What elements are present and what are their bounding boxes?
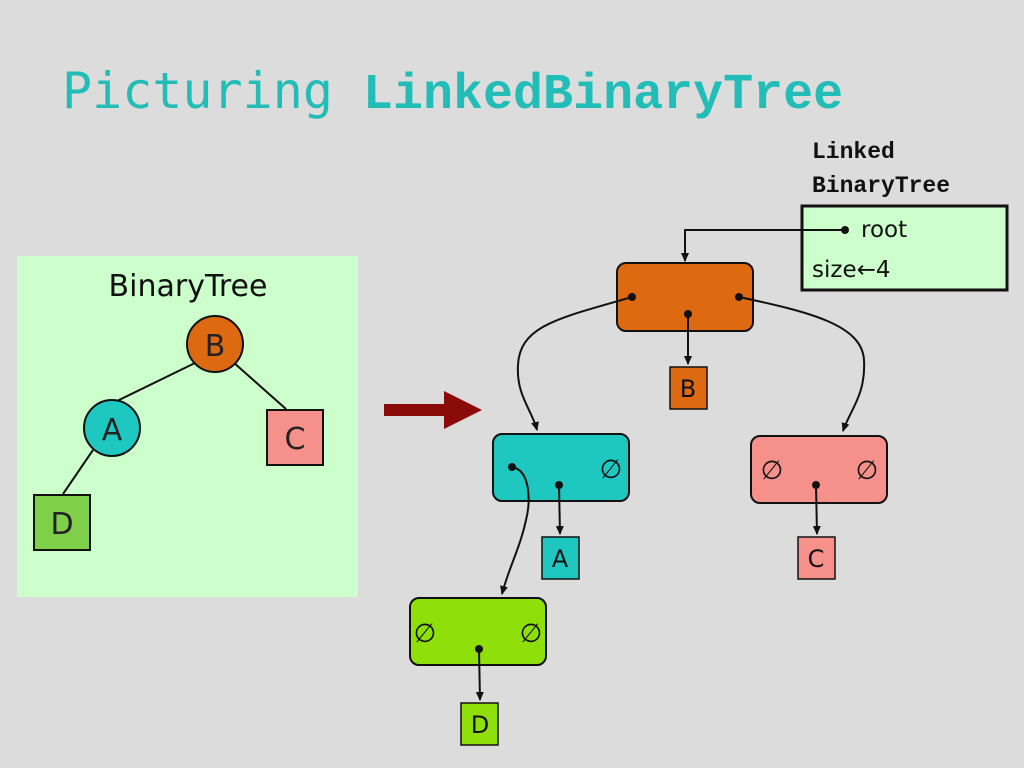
transform-arrow-icon [384, 391, 482, 429]
edge-b-a [116, 361, 198, 402]
root-field: root [861, 217, 907, 243]
element-d-label: D [471, 711, 489, 739]
linked-node-b: B [616, 262, 754, 410]
element-b [669, 366, 708, 410]
pointer-a-element [555, 484, 564, 535]
element-c-label: C [808, 545, 825, 573]
node-a-left-dot [508, 463, 516, 471]
tree-node-c [266, 409, 324, 466]
tree-node-d-label: D [50, 507, 73, 542]
node-b-box [616, 262, 754, 332]
linked-binary-tree-object: Linked BinaryTree root size←4 [800, 139, 1009, 292]
element-b-label: B [680, 375, 696, 403]
linked-node-d: ∅ ∅ D [409, 597, 547, 746]
node-c-left-null: ∅ [761, 456, 784, 486]
node-a-right-null: ∅ [600, 455, 623, 485]
linked-node-a: ∅ A [492, 433, 630, 580]
node-c-right-null: ∅ [856, 456, 879, 486]
title-class-name: LinkedBinaryTree [363, 67, 844, 124]
title-prefix: Picturing [62, 62, 364, 120]
size-field: size←4 [812, 257, 891, 283]
pointer-b-right [738, 296, 866, 432]
node-d-left-null: ∅ [414, 619, 437, 649]
edge-b-c [232, 361, 287, 410]
tree-node-b-label: B [205, 329, 226, 364]
pointer-d-element [475, 648, 484, 701]
tree-node-c-label: C [285, 422, 306, 457]
node-d-box [409, 597, 547, 666]
pointer-c-element [812, 484, 821, 535]
object-label-line2: BinaryTree [812, 173, 950, 199]
object-box [800, 204, 1009, 292]
element-a [541, 536, 580, 580]
node-d-right-null: ∅ [520, 619, 543, 649]
tree-node-b [186, 315, 244, 373]
object-label-line1: Linked [812, 139, 895, 165]
edge-a-d [62, 449, 94, 495]
pointer-b-left [516, 296, 633, 431]
page-title: Picturing LinkedBinaryTree [62, 66, 843, 121]
element-c [797, 536, 836, 580]
node-c-box [750, 435, 888, 504]
root-pointer [681, 229, 845, 262]
tree-node-a [83, 399, 141, 457]
tree-node-d [33, 494, 91, 551]
pointer-a-left [500, 466, 530, 595]
element-d [460, 702, 499, 746]
panel-heading: BinaryTree [109, 269, 268, 304]
tree-node-a-label: A [102, 413, 123, 448]
binary-tree-panel: BinaryTree B A C D [17, 256, 358, 597]
linked-node-c: ∅ ∅ C [750, 435, 888, 580]
element-a-label: A [552, 545, 569, 573]
